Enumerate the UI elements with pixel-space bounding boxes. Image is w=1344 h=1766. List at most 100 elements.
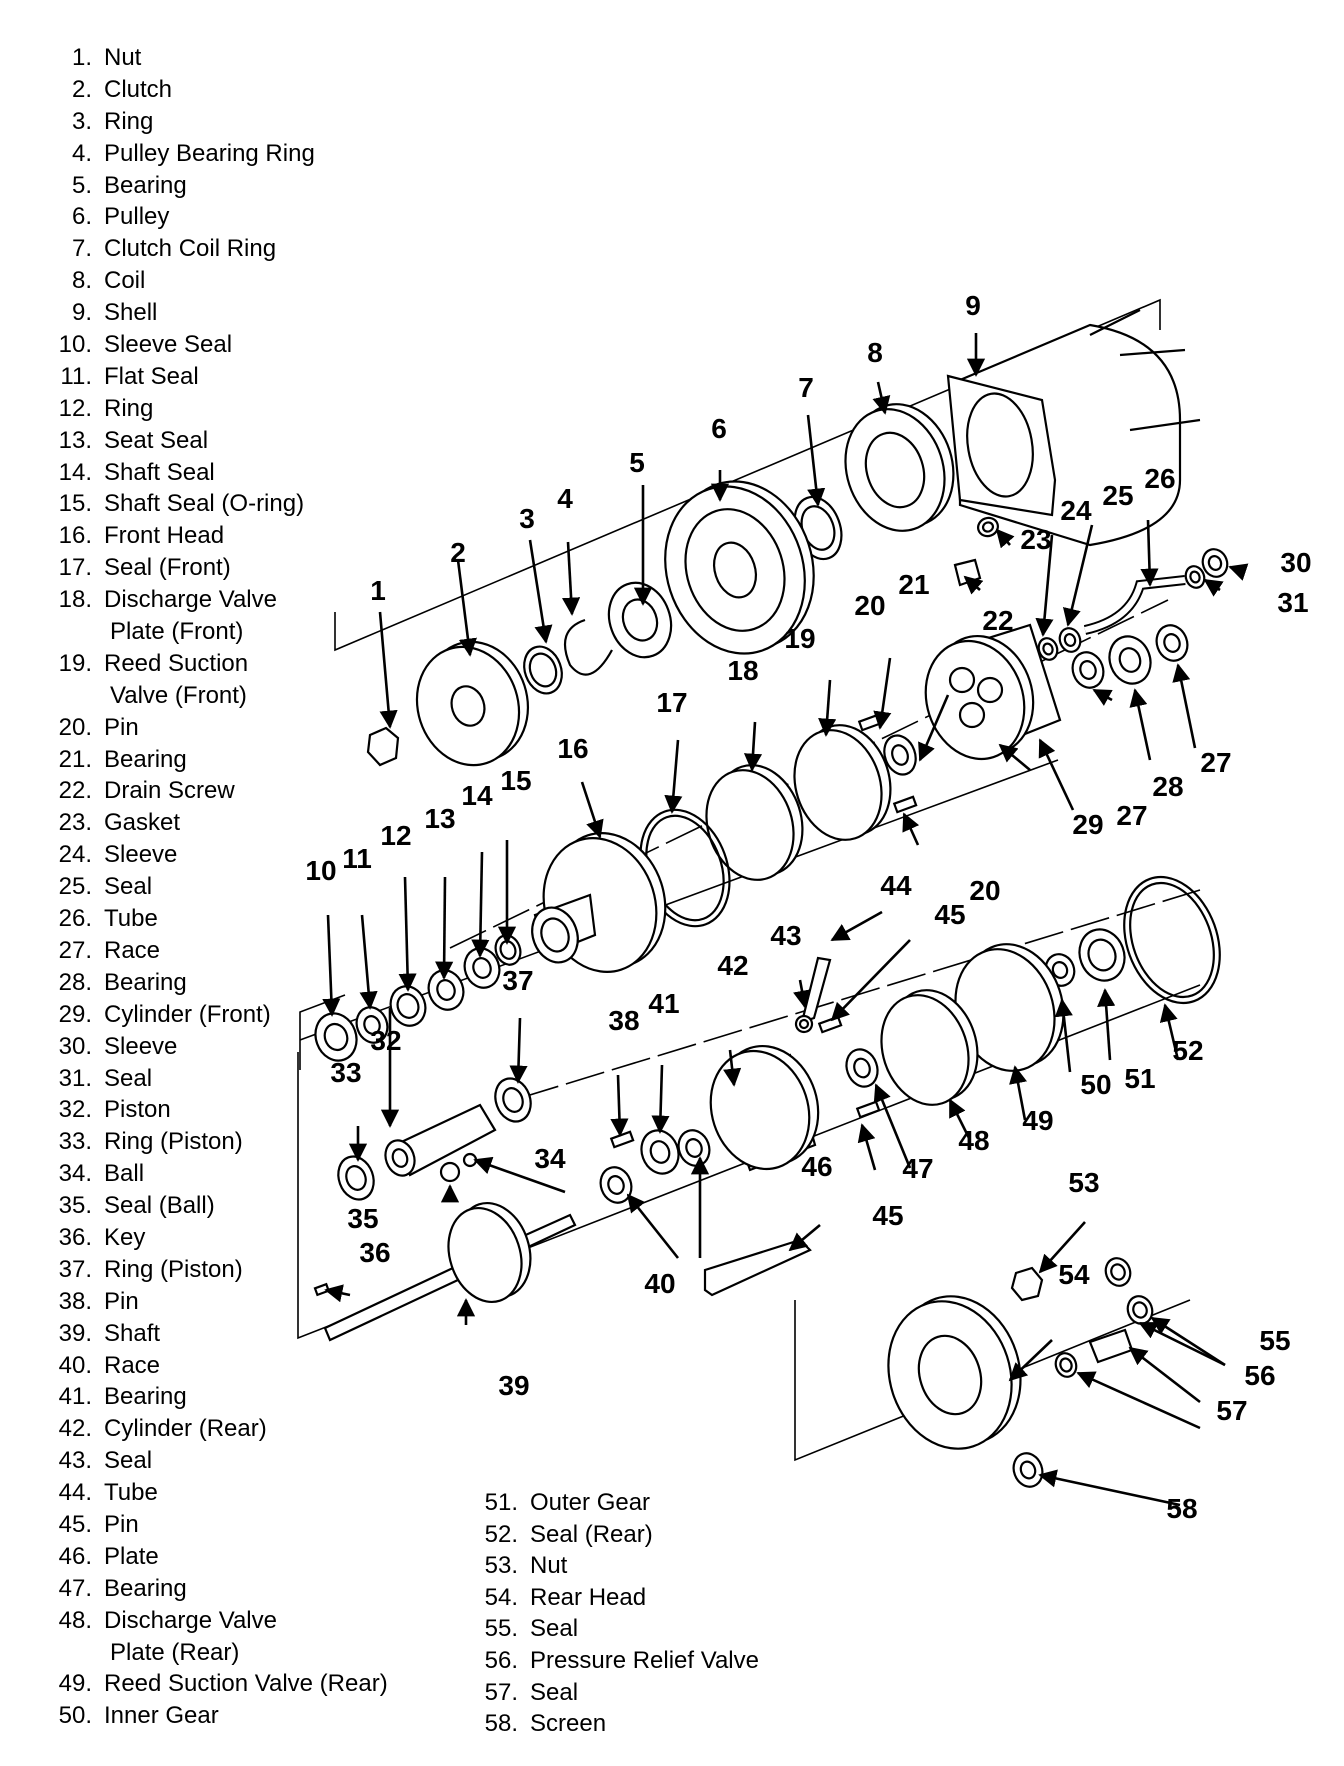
callout-15: 15 bbox=[500, 765, 531, 796]
leader-arrow bbox=[378, 611, 398, 729]
legend-description: Seal bbox=[530, 1615, 579, 1643]
legend-description: Piston bbox=[104, 1096, 171, 1124]
shell-bore bbox=[966, 392, 1034, 498]
legend-description: Flat Seal bbox=[104, 362, 199, 390]
legend-number: 17. bbox=[58, 554, 92, 582]
legend-description: Seal (Ball) bbox=[104, 1192, 215, 1220]
legend-item: 27.Race bbox=[38, 935, 388, 967]
leader-arrow bbox=[1062, 524, 1094, 627]
legend-description: Sleeve Seal bbox=[104, 331, 233, 359]
callout-8: 8 bbox=[867, 337, 883, 368]
leader-arrow bbox=[948, 1098, 972, 1141]
leader-arrow bbox=[806, 414, 826, 507]
frame-line bbox=[794, 1299, 1191, 1462]
ring-inner bbox=[607, 1175, 625, 1195]
legend-number: 56. bbox=[484, 1646, 518, 1674]
legend-item: 15.Shaft Seal (O-ring) bbox=[38, 488, 388, 520]
callout-13: 13 bbox=[424, 803, 455, 834]
ring-inner bbox=[798, 1018, 810, 1030]
legend-item: 58. Screen bbox=[470, 1708, 759, 1740]
legend-number: 32. bbox=[58, 1096, 92, 1124]
legend-number: 47. bbox=[58, 1574, 92, 1602]
legend-item: 22.Drain Screw bbox=[38, 775, 388, 807]
legend-number: 31. bbox=[58, 1064, 92, 1092]
callout-19: 19 bbox=[784, 623, 815, 654]
callout-35: 35 bbox=[347, 1203, 378, 1234]
leader-arrow bbox=[1140, 519, 1159, 587]
leader-arrow bbox=[1092, 688, 1113, 706]
legend-description: Discharge Valve bbox=[104, 1606, 277, 1634]
legend-number: 41. bbox=[58, 1383, 92, 1411]
pin-20 bbox=[857, 713, 883, 732]
leader-arrow bbox=[788, 1224, 821, 1252]
legend-item: 42.Cylinder (Rear) bbox=[38, 1413, 388, 1445]
legend-description: Tube bbox=[104, 1479, 158, 1507]
legend-description: Screen bbox=[530, 1710, 607, 1738]
leader-arrow bbox=[562, 541, 581, 616]
legend-description: Clutch Coil Ring bbox=[104, 235, 277, 263]
legend-item: 52.Seal (Rear) bbox=[470, 1519, 759, 1551]
callout-1: 1 bbox=[370, 575, 386, 606]
callout-47: 47 bbox=[902, 1153, 933, 1184]
ring-inner bbox=[891, 744, 909, 766]
callout-22: 22 bbox=[982, 605, 1013, 636]
pin-45b bbox=[855, 1100, 881, 1119]
callout-29: 29 bbox=[1072, 809, 1103, 840]
frame-line bbox=[334, 298, 1161, 652]
ring-inner bbox=[472, 957, 492, 979]
callout-12: 12 bbox=[380, 820, 411, 851]
legend-item: 31.Seal bbox=[38, 1063, 388, 1095]
leader-arrow bbox=[818, 679, 837, 737]
legend-item: 16.Front Head bbox=[38, 520, 388, 552]
ring-inner bbox=[1087, 938, 1117, 972]
legend-number: 18. bbox=[58, 586, 92, 614]
legend-number: 51. bbox=[484, 1489, 518, 1516]
legend-description: Shaft Seal bbox=[104, 458, 215, 486]
leader-arrow bbox=[456, 559, 477, 657]
legend-item: 32. Piston bbox=[38, 1094, 388, 1126]
callout-46: 46 bbox=[801, 1151, 832, 1182]
legend-number: 10. bbox=[58, 331, 92, 359]
legend-item: 2.Clutch bbox=[38, 74, 388, 106]
legend-item: 40.Race bbox=[38, 1350, 388, 1382]
legend-description: Seal (Rear) bbox=[530, 1520, 653, 1548]
leader-arrow bbox=[873, 657, 892, 730]
leader-arrow bbox=[902, 812, 920, 846]
legend-number: 11. bbox=[60, 362, 92, 390]
ring-inner bbox=[1118, 647, 1142, 673]
callout-57: 57 bbox=[1216, 1395, 1247, 1426]
callout-39: 39 bbox=[498, 1370, 529, 1401]
legend-description: Cylinder (Front) bbox=[104, 1000, 271, 1028]
legend-item: 51.Outer Gear bbox=[470, 1487, 759, 1519]
callout-9: 9 bbox=[965, 290, 981, 321]
leader-arrow bbox=[651, 1064, 670, 1134]
legend-description: Shaft bbox=[104, 1319, 161, 1347]
legend-number: 24. bbox=[58, 841, 92, 869]
cylinder-bore bbox=[976, 676, 1004, 704]
legend-number: 50. bbox=[58, 1702, 92, 1730]
legend-item: 55.Seal bbox=[470, 1613, 759, 1645]
legend-number: 6. bbox=[71, 203, 92, 231]
callout-54: 54 bbox=[1058, 1259, 1090, 1290]
legend-description: Front Head bbox=[104, 522, 225, 550]
ring-inner bbox=[853, 1057, 871, 1079]
legend-number: 37. bbox=[58, 1255, 92, 1283]
legend-item: 23.Gasket bbox=[38, 807, 388, 839]
legend-description: Pin bbox=[104, 713, 139, 741]
legend-description: Plate bbox=[104, 1542, 159, 1570]
legend-description: Ring bbox=[104, 394, 154, 422]
leader-arrow bbox=[830, 910, 883, 942]
callout-56: 56 bbox=[1244, 1360, 1275, 1391]
legend-number: 58. bbox=[484, 1710, 518, 1738]
legend-number: 54. bbox=[484, 1583, 518, 1611]
legend-description: Nut bbox=[530, 1552, 568, 1580]
legend-number: 19. bbox=[58, 649, 92, 677]
legend-number: 29. bbox=[58, 1000, 92, 1028]
legend-description: Shell bbox=[104, 299, 158, 327]
legend-item: 47.Bearing bbox=[38, 1573, 388, 1605]
legend-item: 7.Clutch Coil Ring bbox=[38, 233, 388, 265]
leader-arrow bbox=[857, 1123, 877, 1171]
leader-arrow bbox=[509, 1017, 528, 1084]
legend-description: Pressure Relief Valve bbox=[530, 1646, 759, 1674]
